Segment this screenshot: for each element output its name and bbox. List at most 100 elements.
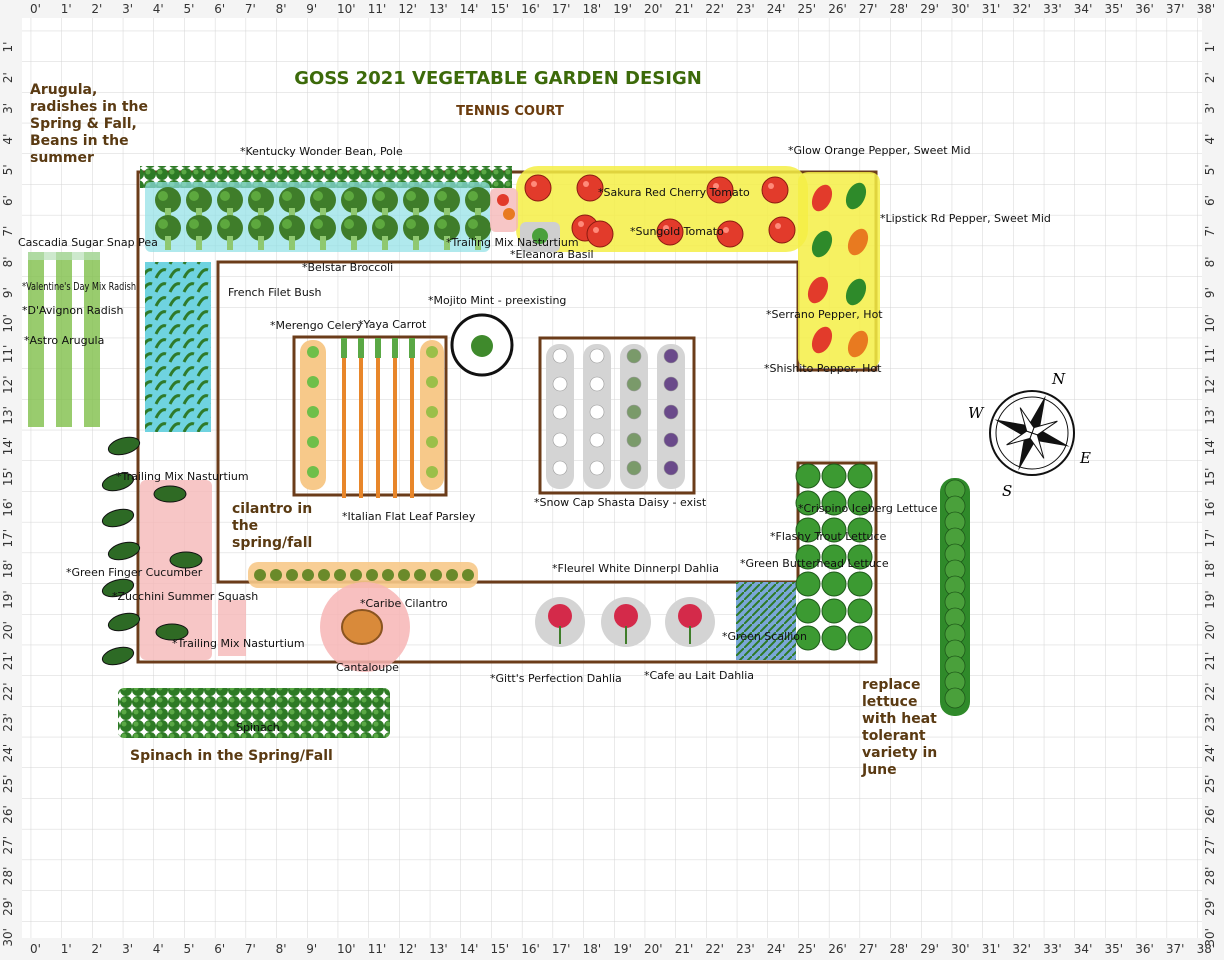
ruler-right-tick: 16' — [1203, 498, 1217, 517]
ruler-left-tick: 11' — [1, 345, 15, 364]
ruler-bottom-tick: 37' — [1166, 942, 1185, 956]
label-sakura-tomato: *Sakura Red Cherry Tomato — [598, 186, 750, 199]
daisy-flower — [626, 376, 642, 392]
carrot-top — [375, 338, 381, 358]
celery — [307, 406, 319, 418]
ruler-left-tick: 21' — [1, 652, 15, 671]
daisy-flower — [552, 460, 568, 476]
lettuce-head — [847, 463, 873, 489]
shasta-daisy-bed-outline — [538, 336, 696, 495]
arugula-radish-strips — [28, 252, 100, 427]
scallion-bed — [736, 582, 796, 660]
ruler-bottom-tick: 9' — [306, 942, 317, 956]
label-merengo-celery: *Merengo Celery — [270, 319, 363, 332]
lettuce-head — [795, 544, 821, 570]
daisy-flower — [552, 376, 568, 392]
ruler-left-tick: 29' — [1, 897, 15, 916]
note-spinach: Spinach in the Spring/Fall — [130, 748, 333, 764]
lettuce-head — [795, 463, 821, 489]
label-zucchini: *Zucchini Summer Squash — [112, 590, 258, 603]
ruler-top-tick: 22' — [705, 2, 724, 16]
ruler-right-tick: 3' — [1203, 103, 1217, 114]
tomato — [716, 220, 744, 248]
ruler-bottom-tick: 16' — [521, 942, 540, 956]
pepper — [847, 330, 869, 358]
ruler-right-tick: 25' — [1203, 775, 1217, 794]
daisy-flower — [626, 432, 642, 448]
ruler-bottom-tick: 29' — [920, 942, 939, 956]
daisy-flower — [589, 404, 605, 420]
lettuce-head — [847, 571, 873, 597]
tomato — [524, 174, 552, 202]
ruler-left-tick: 17' — [1, 529, 15, 548]
ruler-left-tick: 14' — [1, 437, 15, 456]
ruler-bottom-tick: 7' — [245, 942, 256, 956]
pepper — [811, 326, 833, 354]
parsley-plant — [398, 569, 410, 581]
lettuce-head — [847, 517, 873, 543]
carrot-top — [358, 338, 364, 358]
carrot — [410, 338, 414, 498]
ruler-top-bar — [0, 0, 1224, 18]
lettuce-head — [847, 490, 873, 516]
parsley-row — [248, 562, 478, 588]
ruler-right-bar — [1202, 18, 1224, 938]
daisy-flower — [626, 460, 642, 476]
pepper-bed-highlight — [798, 172, 880, 368]
daisy-flower — [589, 376, 605, 392]
daisy-flower — [589, 460, 605, 476]
ruler-bottom-tick: 2' — [91, 942, 102, 956]
ruler-top-tick: 37' — [1166, 2, 1185, 16]
ruler-top: 0'1'2'3'4'5'6'7'8'9'10'11'12'13'14'15'16… — [30, 2, 1215, 16]
zucchini — [169, 551, 203, 569]
ruler-left: 1'2'3'4'5'6'7'8'9'10'11'12'13'14'15'16'1… — [1, 42, 15, 947]
parsley-plant — [286, 569, 298, 581]
celery — [307, 466, 319, 478]
ruler-top-tick: 30' — [951, 2, 970, 16]
daisy-flower — [552, 432, 568, 448]
ruler-top-tick: 2' — [91, 2, 102, 16]
page-title: GOSS 2021 VEGETABLE GARDEN DESIGN — [294, 68, 702, 89]
lettuce-head — [847, 598, 873, 624]
ruler-left-tick: 3' — [1, 103, 15, 114]
parsley-plant — [462, 569, 474, 581]
ruler-top-tick: 28' — [890, 2, 909, 16]
label-cafe-dahlia: *Cafe au Lait Dahlia — [644, 669, 754, 682]
label-astro-arugula: *Astro Arugula — [24, 334, 104, 347]
ruler-right-tick: 20' — [1203, 621, 1217, 640]
label-cantaloupe: Cantaloupe — [336, 661, 399, 674]
ruler-top-tick: 14' — [460, 2, 479, 16]
ruler-top-tick: 32' — [1012, 2, 1031, 16]
tomato-plants — [524, 174, 796, 248]
zucchini — [155, 623, 189, 641]
ruler-bottom-tick: 19' — [613, 942, 632, 956]
tomato — [656, 218, 684, 246]
ruler-left-tick: 25' — [1, 775, 15, 794]
ruler-bottom-tick: 31' — [982, 942, 1001, 956]
ruler-bottom-tick: 28' — [890, 942, 909, 956]
pepper — [845, 278, 867, 306]
ruler-bottom-tick: 36' — [1135, 942, 1154, 956]
lettuce-head — [795, 625, 821, 651]
ruler-top-tick: 23' — [736, 2, 755, 16]
celery-carrot-parsley-plants — [300, 338, 444, 498]
label-sungold-tomato: *Sungold Tomato — [630, 225, 724, 238]
ruler-right-tick: 2' — [1203, 72, 1217, 83]
ruler-right-tick: 30' — [1203, 928, 1217, 947]
ruler-top-tick: 13' — [429, 2, 448, 16]
pepper — [807, 276, 829, 304]
ruler-left-tick: 12' — [1, 375, 15, 394]
note-cilantro: cilantro in the spring/fall — [232, 501, 317, 551]
label-shishito-pepper: *Shishito Pepper, Hot — [764, 362, 882, 375]
label-crispino-lettuce: *Crispino Iceberg Lettuce — [798, 502, 938, 515]
lettuce-head — [795, 490, 821, 516]
ruler-top-tick: 12' — [398, 2, 417, 16]
label-kentucky-bean: *Kentucky Wonder Bean, Pole — [240, 145, 403, 158]
plant-labels: *Kentucky Wonder Bean, Pole *Glow Orange… — [18, 144, 1051, 734]
ruler-right-tick: 14' — [1203, 437, 1217, 456]
lettuce-plants — [795, 463, 873, 651]
parsley — [426, 466, 438, 478]
broccoli-head — [341, 215, 367, 250]
ruler-right-tick: 8' — [1203, 256, 1217, 267]
ruler-left-tick: 7' — [1, 226, 15, 237]
